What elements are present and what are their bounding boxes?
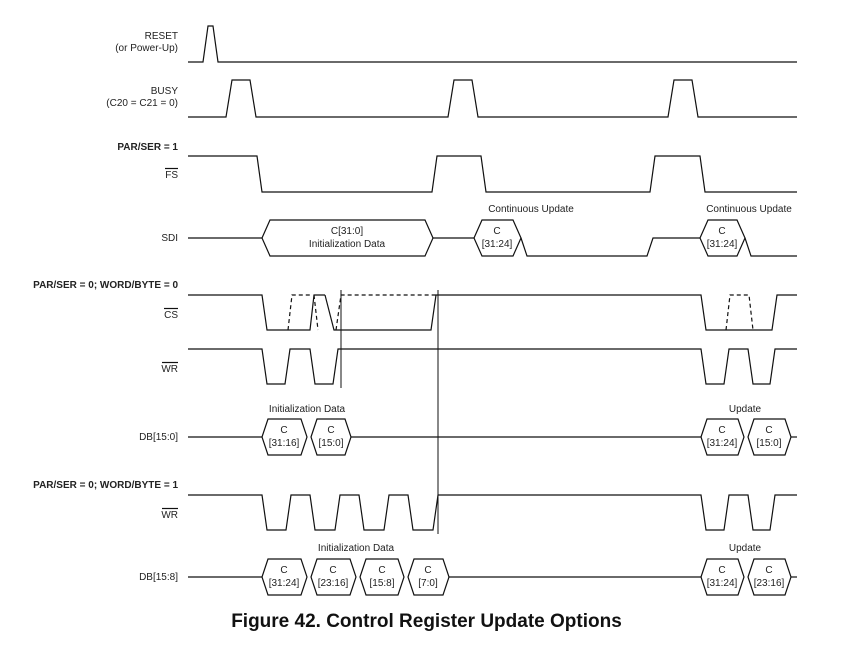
db158-cell-5-line1: C xyxy=(718,565,725,576)
update-annotation-byte: Update xyxy=(729,543,762,554)
db158-cell-3-line1: C xyxy=(378,565,385,576)
figure-caption: Figure 42. Control Register Update Optio… xyxy=(231,611,622,632)
wr-a-label: WR xyxy=(161,364,178,375)
db150-cell-1-line1: C xyxy=(280,425,287,436)
reset-sub-label: (or Power-Up) xyxy=(115,43,178,54)
busy-label: BUSY xyxy=(151,86,179,97)
db158-label: DB[15:8] xyxy=(139,572,178,583)
sdi-label: SDI xyxy=(161,233,178,244)
fs-waveform xyxy=(188,155,797,193)
db158-cell-1-line2: [31:24] xyxy=(269,578,300,589)
sdi-cell-2-line1: C xyxy=(718,226,725,237)
db158-cell-2-line2: [23:16] xyxy=(318,578,349,589)
db150-cell-2-line1: C xyxy=(327,425,334,436)
db158-cell-1-line1: C xyxy=(280,565,287,576)
db150-cell-4-line2: [15:0] xyxy=(756,438,781,449)
reset-label: RESET xyxy=(145,31,178,42)
db158-cell-6-line2: [23:16] xyxy=(754,578,785,589)
fs-label: FS xyxy=(165,170,178,181)
db150-cell-1-line2: [31:16] xyxy=(269,438,300,449)
db158-waveform xyxy=(188,558,797,596)
wr-a-waveform xyxy=(188,348,797,385)
db150-cell-3-line2: [31:24] xyxy=(707,438,738,449)
init-data-annotation-byte: Initialization Data xyxy=(318,543,395,554)
db158-cell-4-line1: C xyxy=(424,565,431,576)
cs-waveform xyxy=(188,294,797,331)
sdi-cell-1-line1: C xyxy=(493,226,500,237)
sdi-waveform xyxy=(188,219,797,257)
sdi-cell-1-line2: [31:24] xyxy=(482,239,513,250)
busy-sub-label: (C20 = C21 = 0) xyxy=(106,98,178,109)
db150-label: DB[15:0] xyxy=(139,432,178,443)
busy-waveform xyxy=(188,79,797,118)
reset-waveform xyxy=(188,25,797,63)
db150-cell-2-line2: [15:0] xyxy=(318,438,343,449)
db158-cell-3-line2: [15:8] xyxy=(369,578,394,589)
update-annotation-word: Update xyxy=(729,404,762,415)
sdi-init-cell-line2: Initialization Data xyxy=(309,239,386,250)
db158-cell-2-line1: C xyxy=(329,565,336,576)
parser1-mode-label: PAR/SER = 1 xyxy=(117,142,178,153)
db150-cell-3-line1: C xyxy=(718,425,725,436)
db150-cell-4-line1: C xyxy=(765,425,772,436)
db150-waveform xyxy=(188,418,797,456)
mode1-label: PAR/SER = 0; WORD/BYTE = 1 xyxy=(33,480,178,491)
db158-cell-5-line2: [31:24] xyxy=(707,578,738,589)
sdi-cell-2-line2: [31:24] xyxy=(707,239,738,250)
db158-cell-4-line2: [7:0] xyxy=(418,578,438,589)
db158-cell-6-line1: C xyxy=(765,565,772,576)
continuous-update-annotation-2: Continuous Update xyxy=(706,204,792,215)
mode0-label: PAR/SER = 0; WORD/BYTE = 0 xyxy=(33,280,178,291)
continuous-update-annotation-1: Continuous Update xyxy=(488,204,574,215)
sdi-init-cell-line1: C[31:0] xyxy=(331,226,363,237)
cs-label: CS xyxy=(164,310,178,321)
wr-b-waveform xyxy=(188,494,797,531)
init-data-annotation-word: Initialization Data xyxy=(269,404,346,415)
wr-b-label: WR xyxy=(161,510,178,521)
